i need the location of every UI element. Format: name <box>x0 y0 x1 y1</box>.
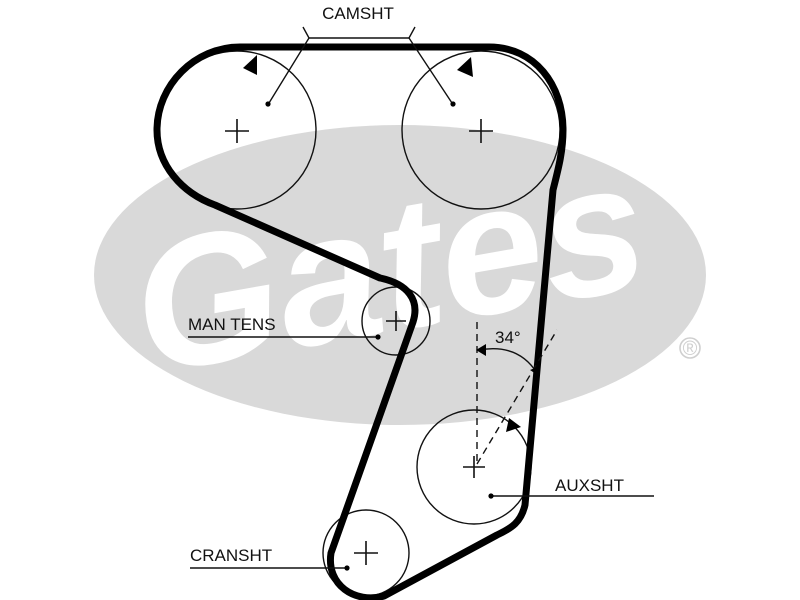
angle-arc <box>478 348 538 374</box>
camshaft-right-centre-cross <box>469 119 493 143</box>
crankshaft-mark-dot <box>344 565 350 571</box>
auxiliary-timing-mark <box>506 418 521 432</box>
centre-marks <box>225 119 493 565</box>
registered-mark-circle <box>679 337 701 359</box>
camshaft-left-centre-cross <box>225 119 249 143</box>
manual-tensioner-label: MAN TENS <box>188 315 276 334</box>
angle-label: 34° <box>495 328 521 347</box>
angle-arrowhead-right <box>530 366 540 376</box>
camshaft-left-mark-dot <box>265 101 271 107</box>
auxiliary-centre-cross <box>463 456 485 478</box>
inclined-reference-dashed-line <box>476 329 558 465</box>
manual-tensioner-mark-dot <box>375 334 381 340</box>
auxiliary-shaft-mark-dot <box>488 493 494 499</box>
crankshaft-label: CRANSHT <box>190 546 272 565</box>
timing-marks <box>243 55 473 77</box>
camshaft-left-timing-mark <box>243 55 257 75</box>
angle-arrowhead-left <box>476 344 486 356</box>
camshaft-right-timing-mark <box>457 57 473 77</box>
camshaft-label: CAMSHT <box>322 4 394 23</box>
gates-watermark: Gates ® <box>94 121 706 425</box>
crankshaft-centre-cross <box>354 541 378 565</box>
registered-mark: ® <box>683 338 698 360</box>
angle-construction <box>476 322 558 465</box>
camshaft-right-mark-dot <box>450 101 456 107</box>
tensioner-centre-cross <box>386 311 406 331</box>
auxiliary-shaft-label: AUXSHT <box>555 476 624 495</box>
camshaft-leader-lines <box>268 26 453 104</box>
timing-belt <box>153 43 567 600</box>
